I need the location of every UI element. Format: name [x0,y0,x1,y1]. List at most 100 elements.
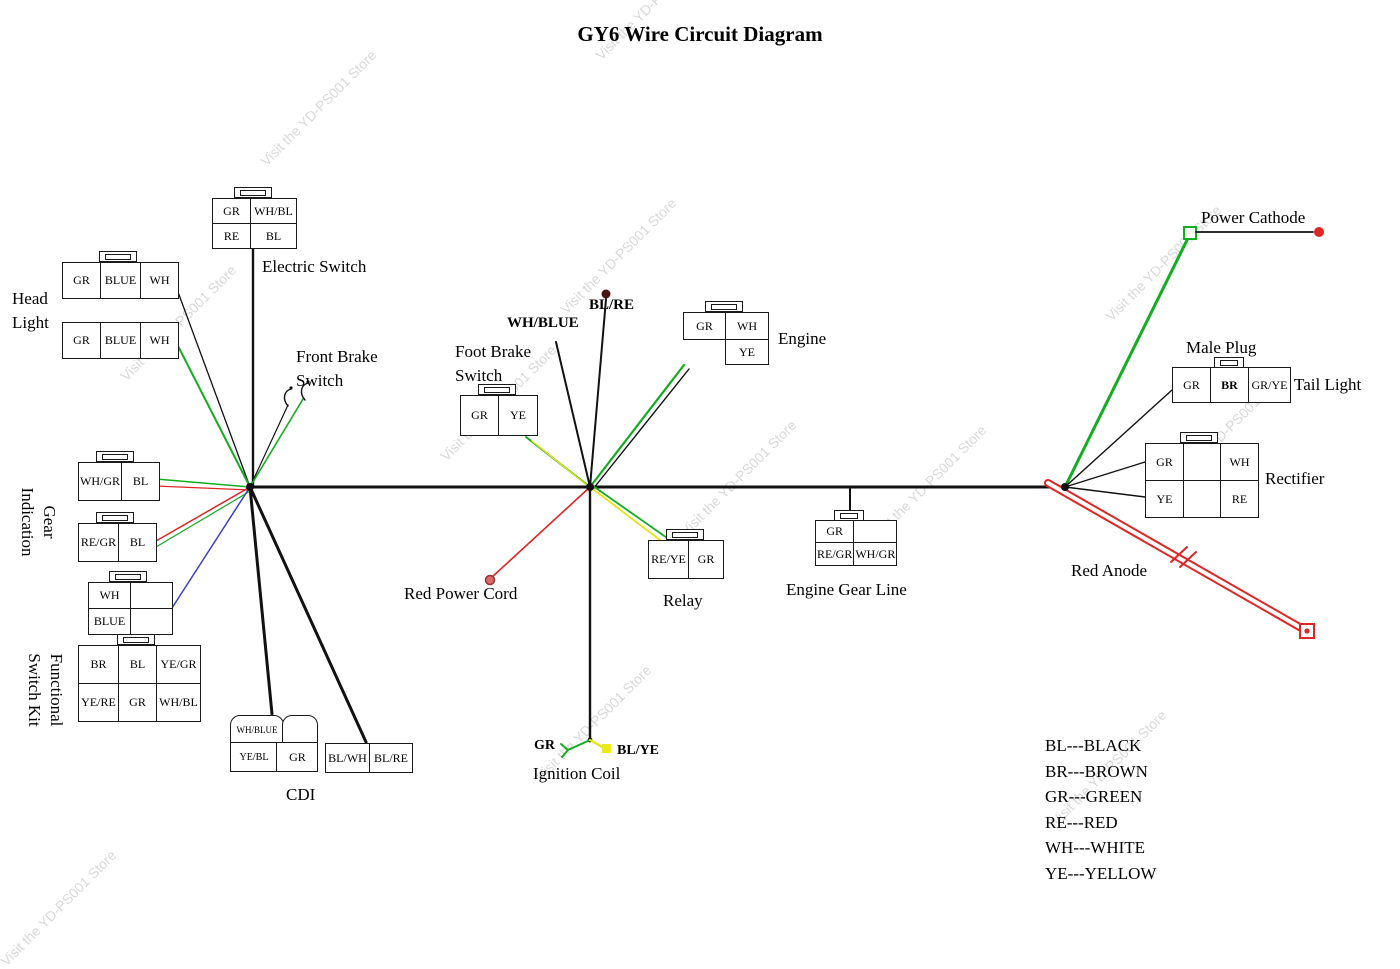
connector-cell [130,582,173,609]
connector-cell [130,608,173,635]
power-cathode-label: Power Cathode [1201,208,1306,227]
connector-cell: RE/YE [648,540,689,579]
hub-dot-left [246,483,254,491]
ignition-blye-label: BL/YE [617,743,660,758]
wire-functional-switch-kit [171,486,251,609]
connector-cell: WH [140,262,179,299]
engine-gear-line-label: Engine Gear Line [786,580,907,599]
wires-power-cathode [1063,226,1324,489]
functional-connector-big: BR BL YE/GR YE/RE GR WH/BL [78,645,201,722]
front-brake-switch-label: Front Brake Switch [296,347,378,390]
cdi-connector-side: BL/WH BL/RE [325,743,413,773]
connector-cell: GR [62,322,101,359]
engine-connector: GR WH YE [683,312,769,365]
connector-cell-empty [684,340,726,365]
legend-item: WH---WHITE [1045,838,1146,857]
connector-cell: YE [498,395,538,436]
relay-label: Relay [663,591,703,610]
head-light-label: Head Light [12,289,49,332]
connector-cell: RE [1220,480,1259,518]
connector-cell: BLUE [100,262,141,299]
connector-cell [1183,443,1221,481]
hub-dot-mid [586,483,594,491]
connector-cell: WH/BL [250,198,297,224]
connector-cell: GR [118,683,157,722]
foot-brake-switch-label: Foot Brake Switch [455,342,532,385]
connector-cell: GR [1172,367,1211,403]
connector-cell: GR [212,198,251,224]
gear-top-tab [96,451,134,462]
connector-cell: WH/BLUE [230,715,284,744]
rectifier-connector: GR WH YE RE [1145,443,1259,518]
connector-cell: YE/BL [230,742,278,773]
red-power-cord-dot [484,574,496,586]
connector-cell: GR [62,262,101,299]
connector-cell: WH [1220,443,1259,481]
page-title: GY6 Wire Circuit Diagram [577,22,823,46]
connector-cell: GR [683,312,726,340]
connector-cell: RE [212,223,251,249]
cdi-label: CDI [286,785,316,804]
wires-cdi [248,485,368,744]
foot-brake-connector: GR YE [460,395,538,436]
legend-item: RE---RED [1045,812,1118,832]
head-light-tab [99,251,137,262]
connector-cell: WH [88,582,131,609]
connector-cell: BL/WH [325,743,370,773]
wh-blue-wire-label: WH/BLUE [507,315,579,331]
legend-item: BL---BLACK [1045,736,1142,755]
wires-right-hub [1064,389,1173,498]
wires-ignition-coil [560,485,611,758]
legend-item: GR---GREEN [1045,787,1143,806]
connector-cell: YE [725,339,769,365]
color-legend: BL---BLACK BR---BROWN GR---GREEN RE---RE… [1045,733,1156,886]
electric-switch-label: Electric Switch [262,257,367,276]
connector-cell: WH [140,322,179,359]
connector-cell: BL [250,223,297,249]
tail-light-label: Tail Light [1294,375,1362,394]
connector-cell: YE/GR [156,645,201,684]
wire-red-power-cord [490,486,591,579]
wires-mid-hub [484,289,690,586]
bl-re-wire-label: BL/RE [589,297,635,313]
gear-indication-label: Gear Indication [18,487,59,557]
hub-dot-right [1061,483,1069,491]
connector-cell [853,520,898,543]
relay-connector: RE/YE GR [648,540,724,579]
connector-cell: BL [121,462,160,501]
connector-cell: RE/GR [78,523,119,562]
foot-brake-tab [478,384,516,395]
electric-switch-tab [234,187,272,198]
bl-re-dot [601,289,611,299]
power-cathode-dot [1314,227,1324,237]
connector-cell: GR [1145,443,1184,481]
relay-tab [666,529,704,540]
connector-cell: GR [276,742,319,773]
red-power-cord-label: Red Power Cord [404,584,518,603]
tail-light-connector: GR BR GR/YE [1172,367,1291,403]
electric-switch-connector: GR WH/BL RE BL [212,198,297,249]
head-light-connector-top: GR BLUE WH [62,262,179,299]
connector-cell: WH [725,312,769,340]
legend-item: YE---YELLOW [1045,863,1157,883]
connector-cell [1183,480,1221,518]
connector-cell: YE [1145,480,1184,518]
engine-tab [705,301,743,312]
wires-gear-indication [155,478,253,548]
connector-cell [282,715,319,744]
rectifier-label: Rectifier [1265,469,1325,488]
engine-gear-connector: GR RE/GR WH/GR [814,520,898,566]
ignition-gr-label: GR [534,738,555,753]
connector-cell: BL [118,523,157,562]
functional-connector-small: WH BLUE [88,582,173,635]
red-anode-label: Red Anode [1071,561,1148,580]
head-light-connector-bottom: GR BLUE WH [62,322,179,359]
wires-head-light [177,291,251,488]
gear-bottom-tab [96,512,134,523]
connector-cell: BL/RE [369,743,413,773]
connector-cell: BL [118,645,157,684]
connector-cell: RE/GR [814,542,855,566]
